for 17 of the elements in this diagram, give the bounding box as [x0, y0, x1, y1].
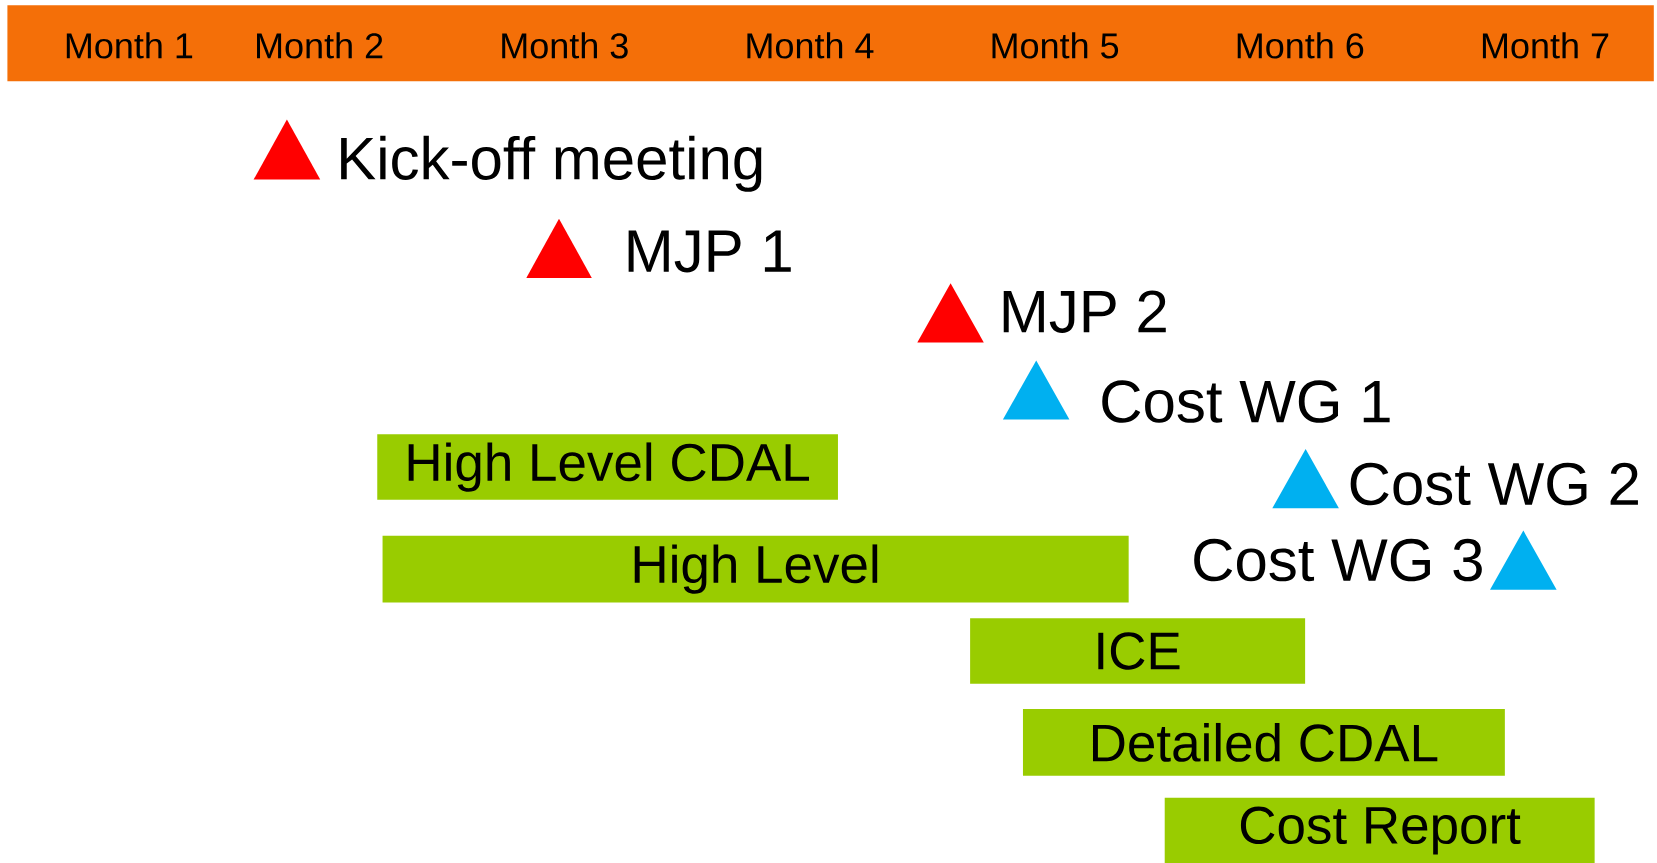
task-bar: High Level	[382, 535, 1129, 603]
task-bar: High Level CDAL	[377, 434, 838, 500]
task-bar: Cost Report	[1164, 797, 1595, 863]
task-bar: ICE	[970, 618, 1306, 684]
milestone-label: MJP 1	[628, 230, 791, 273]
month-label: Month 1	[66, 32, 193, 59]
month-label: Month 2	[257, 32, 383, 59]
month-label: Month 5	[992, 32, 1119, 59]
task-bar: Detailed CDAL	[1022, 709, 1505, 776]
milestone-label: MJP 2	[1003, 290, 1166, 333]
milestone-label: Cost WG 1	[1102, 380, 1390, 423]
month-label: Month 4	[747, 32, 874, 59]
month-label: Month 3	[502, 32, 628, 59]
month-label: Month 6	[1237, 32, 1364, 59]
milestone-label: Cost WG 2	[1350, 462, 1638, 506]
month-label: Month 7	[1482, 32, 1609, 59]
milestone-label: Cost WG 3	[1194, 538, 1482, 582]
